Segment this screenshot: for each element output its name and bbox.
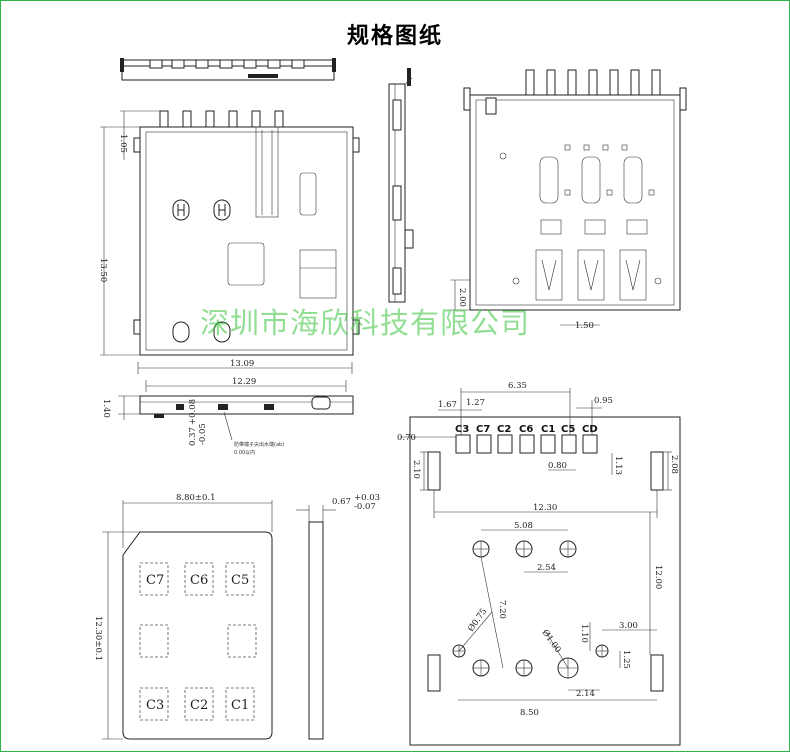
note-line1: 防带端子尖出水端(ab) (234, 441, 284, 448)
dim-left: 0.70 (397, 433, 416, 443)
pin-label-c7: C7 (476, 424, 490, 435)
dim-inner-width-label: 12.29 (232, 377, 256, 387)
contact-label-c7: C7 (146, 573, 164, 588)
dim-hole-pitch: 2.54 (537, 563, 556, 573)
dim-second: 1.27 (466, 398, 485, 408)
contact-label-c2: C2 (190, 698, 208, 713)
dim-side-height-label: 1.40 (101, 399, 111, 418)
pin-label-cd: CD (582, 424, 598, 435)
contact-label-c6: C6 (190, 573, 208, 588)
top-view (120, 58, 336, 81)
side-profile-view (388, 68, 414, 303)
bottom-view (450, 69, 687, 326)
card-thickness-view (296, 505, 336, 740)
page-title: 规格图纸 (346, 24, 443, 49)
dim-right-width-label: 1.50 (575, 321, 594, 331)
dim-pad-h-left: 2.10 (411, 460, 421, 479)
contact-label-c5: C5 (231, 573, 249, 588)
dim-first: 1.67 (438, 400, 457, 410)
pin-label-c2: C2 (497, 424, 511, 435)
pin-label-c1: C1 (541, 424, 555, 435)
dim-thickness-nominal: 0.67 (332, 497, 351, 507)
dim-width-label: 13.09 (230, 359, 254, 369)
dim-bottom-a: 2.14 (576, 689, 595, 699)
dim-pad-h: 1.13 (613, 456, 623, 475)
dim-thickness-minus: -0.07 (354, 502, 376, 512)
dim-pitch-total: 6.35 (508, 381, 527, 391)
dim-hole-b: Ø1.00 (540, 627, 564, 655)
dim-top-gap-label: 1.05 (118, 134, 128, 153)
main-front-view (100, 110, 360, 392)
dim-thickness-plus: +0.03 (354, 493, 380, 503)
side-view (118, 395, 354, 441)
sim-card-view (102, 500, 273, 740)
pin-label-c5: C5 (561, 424, 575, 435)
dim-hole-v: 7.20 (497, 600, 507, 619)
dim-tolerance-nominal: 0.37 (188, 427, 198, 446)
dim-right-height-label: 2.00 (457, 288, 467, 307)
dim-span: 12.30 (533, 503, 557, 513)
dim-card-width-label: 8.80±0.1 (176, 493, 216, 503)
pcb-footprint-view (400, 388, 681, 746)
dim-bottom: 8.50 (520, 708, 539, 718)
pin-label-c3: C3 (455, 424, 469, 435)
dim-hole-c: 1.10 (579, 624, 589, 643)
note-line2: 0.00以内 (234, 449, 255, 456)
dim-pad-w: 0.80 (548, 461, 567, 471)
dim-tolerance-minus: -0.05 (198, 423, 208, 445)
dim-pad-h-right: 2.08 (669, 455, 679, 474)
contact-label-c3: C3 (146, 698, 164, 713)
dim-holes: 5.08 (514, 521, 533, 531)
watermark-text: 深圳市海欣科技有限公司 (200, 306, 530, 340)
dim-right-v: 1.25 (621, 650, 631, 669)
dim-card-height-label: 12.30±0.1 (93, 616, 103, 661)
dim-tolerance-plus: +0.08 (188, 399, 198, 425)
dim-right-top: 3.00 (619, 621, 638, 631)
dim-height-label: 13.50 (98, 258, 108, 282)
pin-label-c6: C6 (519, 424, 533, 435)
contact-label-c1: C1 (231, 698, 249, 713)
dim-vert: 12.00 (653, 565, 663, 589)
dim-cd: 0.95 (594, 396, 613, 406)
